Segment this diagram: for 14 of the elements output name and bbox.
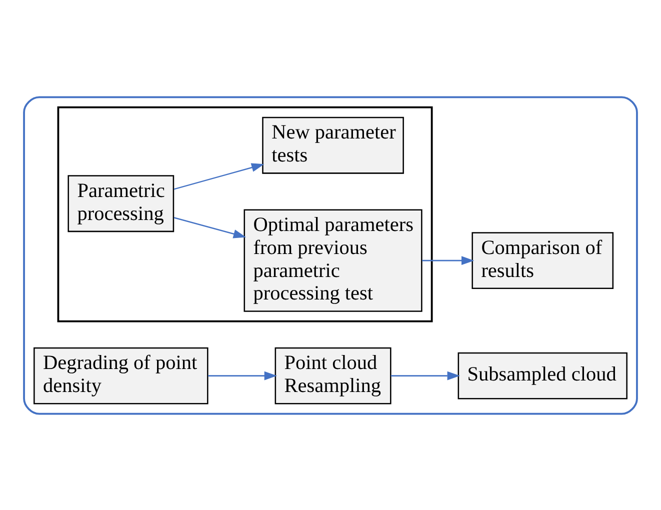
node-box: Degrading of point density (34, 346, 208, 404)
node-box: New parameter tests (262, 116, 404, 174)
arrow (390, 370, 460, 380)
node-box: Optimal parameters from previous parametric processing test (244, 208, 422, 312)
node-box: Subsampled cloud (458, 352, 628, 399)
cluster (23, 96, 638, 414)
arrow (174, 162, 264, 190)
node-box: Point cloud Resampling (274, 346, 392, 404)
node-box: Parametric processing (68, 174, 174, 232)
arrow (422, 256, 474, 264)
arrow (208, 370, 278, 380)
arrow (174, 216, 246, 238)
node-box: Comparison of results (472, 232, 614, 289)
cluster (57, 106, 433, 322)
